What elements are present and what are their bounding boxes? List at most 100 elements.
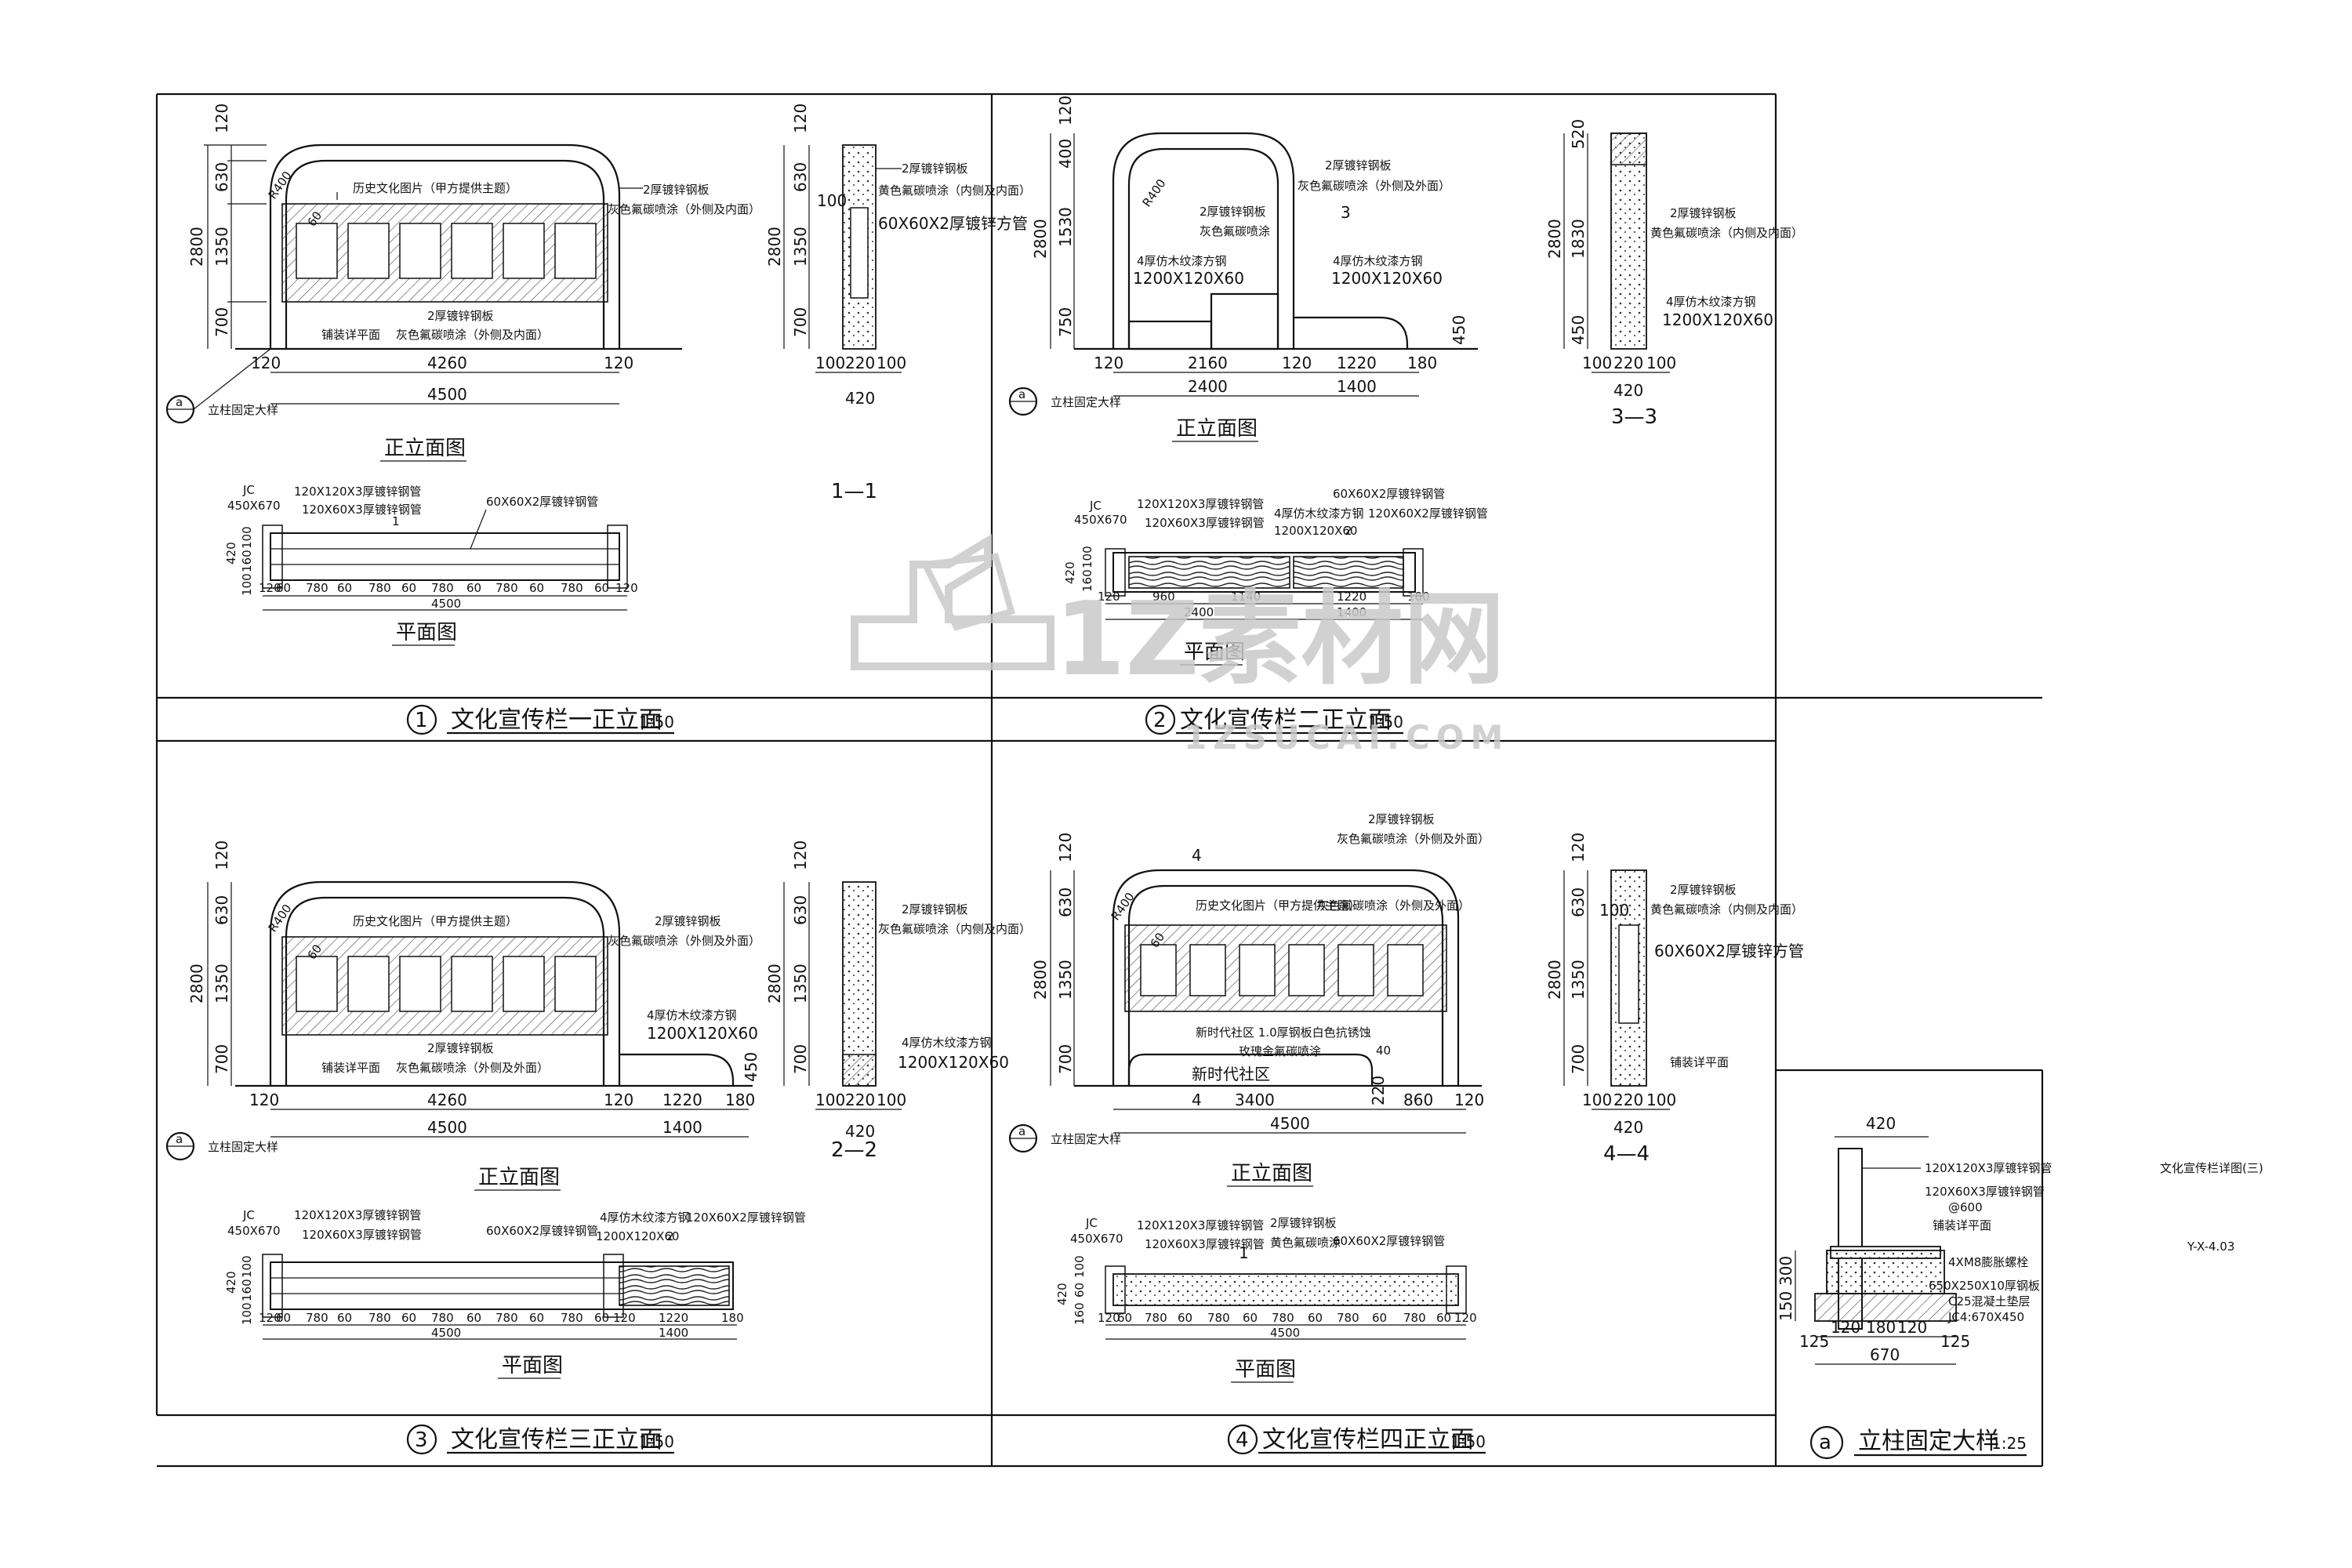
p2-plan-label-4: 4厚仿木纹漆方钢 <box>1274 506 1364 521</box>
p3-sec-spray: 灰色氟碳喷涂（内侧及内面） <box>878 922 1031 936</box>
p3-plan-label-1: 450X670 <box>227 1224 281 1238</box>
p4-sec-ground: 铺装详平面 <box>1670 1055 1729 1069</box>
p3-elev-title: 正立面图 <box>478 1166 560 1189</box>
p2-sec-v-2: 450 <box>1569 315 1588 345</box>
p2-section: 520 1830 450 2800 2厚镀锌钢板 黄色氟碳喷涂（内侧及内面） 4… <box>1545 119 1803 429</box>
p4-sec-plate: 2厚镀锌钢板 <box>1670 883 1737 897</box>
p2-wood-r2: 1200X120X60 <box>1331 269 1443 288</box>
p3-sec-wood2: 1200X120X60 <box>898 1053 1009 1072</box>
p4-dim-h-2: 860 <box>1403 1091 1433 1109</box>
p4-ph-5: 60 <box>1243 1311 1258 1325</box>
p1-detail-ref: a <box>176 395 183 409</box>
p2-scale: 1:50 <box>1368 713 1403 731</box>
p2-dim-h-2: 120 <box>1282 354 1312 372</box>
p1-ph-0: 120 <box>259 581 281 595</box>
p2-plan: JC 450X670 120X120X3厚镀锌钢管 120X60X3厚镀锌钢管 … <box>1063 487 1488 666</box>
p3-radius: R400 <box>266 902 295 935</box>
p2-n3: 3 <box>1341 203 1351 222</box>
p3-dim-h-2: 120 <box>604 1091 633 1109</box>
p1-plan-label-3: 120X60X3厚镀锌钢管 <box>302 503 422 517</box>
p2-sec-wood2: 1200X120X60 <box>1662 310 1773 329</box>
detail-label-4: 4XM8膨胀螺栓 <box>1948 1255 2028 1269</box>
p3-ph-3: 60 <box>337 1311 352 1325</box>
p2-plan-label-5: 1200X120X60 <box>1274 524 1357 538</box>
p4-n4-top: 4 <box>1192 846 1202 865</box>
p3-wood2: 1200X120X60 <box>647 1024 758 1043</box>
p2-ph-2: 1140 <box>1231 590 1261 604</box>
p1-plan-dims-h: 120 60 780 60 780 60 780 60 780 60 780 6… <box>259 581 638 611</box>
p3-plate-top: 2厚镀锌钢板 <box>655 914 721 928</box>
p3-plan-label-6: 1200X120X60 <box>596 1229 679 1243</box>
p1-dim-h-1: 4260 <box>427 354 467 372</box>
detail-dim-6: 120 <box>1897 1318 1927 1337</box>
p2-sec-spray: 黄色氟碳喷涂（内侧及内面） <box>1650 226 1803 240</box>
p1-label-plate-top: 2厚镀锌钢板 <box>643 183 710 197</box>
p2-ph-0: 120 <box>1098 590 1120 604</box>
p2-sec-h-3: 420 <box>1613 381 1643 400</box>
p1-sec-h-1: 220 <box>845 354 875 372</box>
p2-dim-v-3: 750 <box>1056 307 1075 337</box>
p4-sec-v-3: 700 <box>1569 1044 1588 1074</box>
p1-dim-v-3: 700 <box>212 307 231 337</box>
p1-radius: R400 <box>266 169 295 201</box>
p1-ph-2: 780 <box>306 581 328 595</box>
p2-plan-label-7: 120X60X2厚镀锌钢管 <box>1368 506 1488 521</box>
detail-dim-5: 180 <box>1866 1318 1896 1337</box>
p4-ph-9: 60 <box>1372 1311 1387 1325</box>
p1-title-block: 1 文化宣传栏一正立面 1:50 <box>406 704 674 735</box>
p3-ph-12: 120 <box>613 1311 636 1325</box>
p4-detail-ref-text: 立柱固定大样 <box>1051 1132 1121 1146</box>
p2-title: 文化宣传栏二正立面 <box>1180 706 1392 734</box>
p4-ph-3: 60 <box>1178 1311 1192 1325</box>
p1-plan-v-2: 160 <box>240 550 254 572</box>
p3-ph-14: 180 <box>721 1311 744 1325</box>
watermark-sub: 1ZSUCAI.COM <box>1184 718 1509 757</box>
p2-dim-v-2: 1530 <box>1056 207 1075 247</box>
p1-detail-ref-text: 立柱固定大样 <box>208 403 278 417</box>
detail-dim-8: 670 <box>1870 1345 1900 1364</box>
p4-sec-v-0: 120 <box>1569 833 1588 862</box>
p4-spray-top: 灰色氟碳喷涂（外侧及外面） <box>1337 832 1490 846</box>
p4-sec-h-2: 100 <box>1646 1091 1676 1109</box>
p2-plan-title: 平面图 <box>1184 641 1245 664</box>
p2-wood-l2: 1200X120X60 <box>1133 269 1244 288</box>
p3-dim-h-0: 120 <box>249 1091 279 1109</box>
p4-sec-n100: 100 <box>1599 901 1629 920</box>
p3-dim-h-1: 4260 <box>427 1091 467 1109</box>
p1-label-spray-bot: 灰色氟碳喷涂（外侧及内面） <box>396 328 549 342</box>
p4-ph-8: 780 <box>1337 1311 1359 1325</box>
p2-plan-label-2: 120X120X3厚镀锌钢管 <box>1137 497 1264 511</box>
p4-sec-v-4: 2800 <box>1545 960 1564 1000</box>
p4-plan-label-5: 黄色氟碳喷涂 <box>1270 1236 1341 1250</box>
detail-title: 立柱固定大样 <box>1858 1428 1999 1455</box>
p2-spray-mid: 灰色氟碳喷涂 <box>1200 224 1270 238</box>
p2-sec-h-1: 220 <box>1613 354 1643 372</box>
p4-elev-title: 正立面图 <box>1231 1162 1312 1185</box>
p3-sec-wood: 4厚仿木纹漆方钢 <box>902 1036 992 1050</box>
p3-dim-h-4: 180 <box>725 1091 755 1109</box>
detail-label-0: 120X120X3厚镀锌钢管 <box>1925 1161 2052 1175</box>
p2-title-block: 2 文化宣传栏二正立面 1:50 <box>1145 704 1403 735</box>
p2-ph-1: 960 <box>1152 590 1175 604</box>
p1-plan: JC 450X670 120X120X3厚镀锌钢管 120X60X3厚镀锌钢管 … <box>224 483 638 646</box>
p4-plan-label-1: 450X670 <box>1070 1232 1123 1246</box>
p4-scale: 1:50 <box>1450 1432 1486 1451</box>
p1-sec-tube: 60X60X2厚镀锌方管 <box>878 214 1028 233</box>
p3-ph-2: 780 <box>306 1311 328 1325</box>
p1-sec-v-0: 120 <box>791 103 810 133</box>
p2-dim-h-6: 1400 <box>1337 377 1377 396</box>
p2-dim-h-4: 180 <box>1407 354 1437 372</box>
p3-plan-v-1: 100 <box>240 1255 254 1278</box>
p1-ph-12: 120 <box>615 581 638 595</box>
p3-n450: 450 <box>742 1052 760 1082</box>
p3-scale: 1:50 <box>639 1432 674 1451</box>
p3-sec-v-4: 2800 <box>765 964 784 1004</box>
p3-spray-bot: 灰色氟碳喷涂（外侧及外面） <box>396 1061 549 1075</box>
p4-dim-v-2: 1350 <box>1056 960 1075 1000</box>
p3-dim-v-1: 630 <box>212 895 231 925</box>
p4-title-block: 4 文化宣传栏四正立面 1:50 <box>1227 1424 1486 1455</box>
p4-ph-10: 780 <box>1403 1311 1426 1325</box>
p1-plan-label-0: JC <box>242 483 255 497</box>
detail-label-1: 120X60X3厚镀锌钢管 <box>1925 1185 2045 1199</box>
p2-sec-title: 3—3 <box>1611 405 1657 429</box>
